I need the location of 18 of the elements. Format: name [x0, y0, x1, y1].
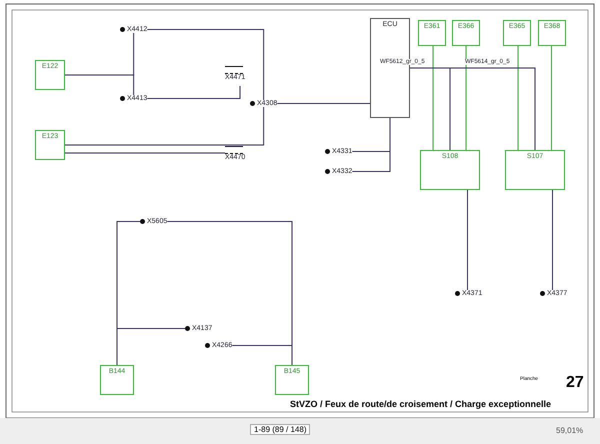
- wire: [276, 103, 370, 104]
- wire: [64, 74, 134, 96]
- wire: [64, 106, 264, 146]
- wire: [116, 328, 186, 366]
- wire: [467, 190, 468, 290]
- zoom-level: 59,01%: [556, 426, 584, 435]
- sheet-title: StVZO / Feux de route/de croisement / Charge exceptionnelle: [290, 399, 552, 409]
- page-field: 1-89 (89 / 148): [250, 424, 310, 435]
- wire: [551, 46, 552, 150]
- wire: [410, 68, 536, 150]
- wire: [432, 46, 434, 150]
- wire: [146, 86, 240, 99]
- wire: [232, 345, 292, 366]
- wire: [552, 190, 553, 290]
- wire: [146, 29, 264, 100]
- wire: [352, 118, 390, 172]
- sheet-number: 27: [566, 374, 584, 392]
- wire: [64, 152, 226, 154]
